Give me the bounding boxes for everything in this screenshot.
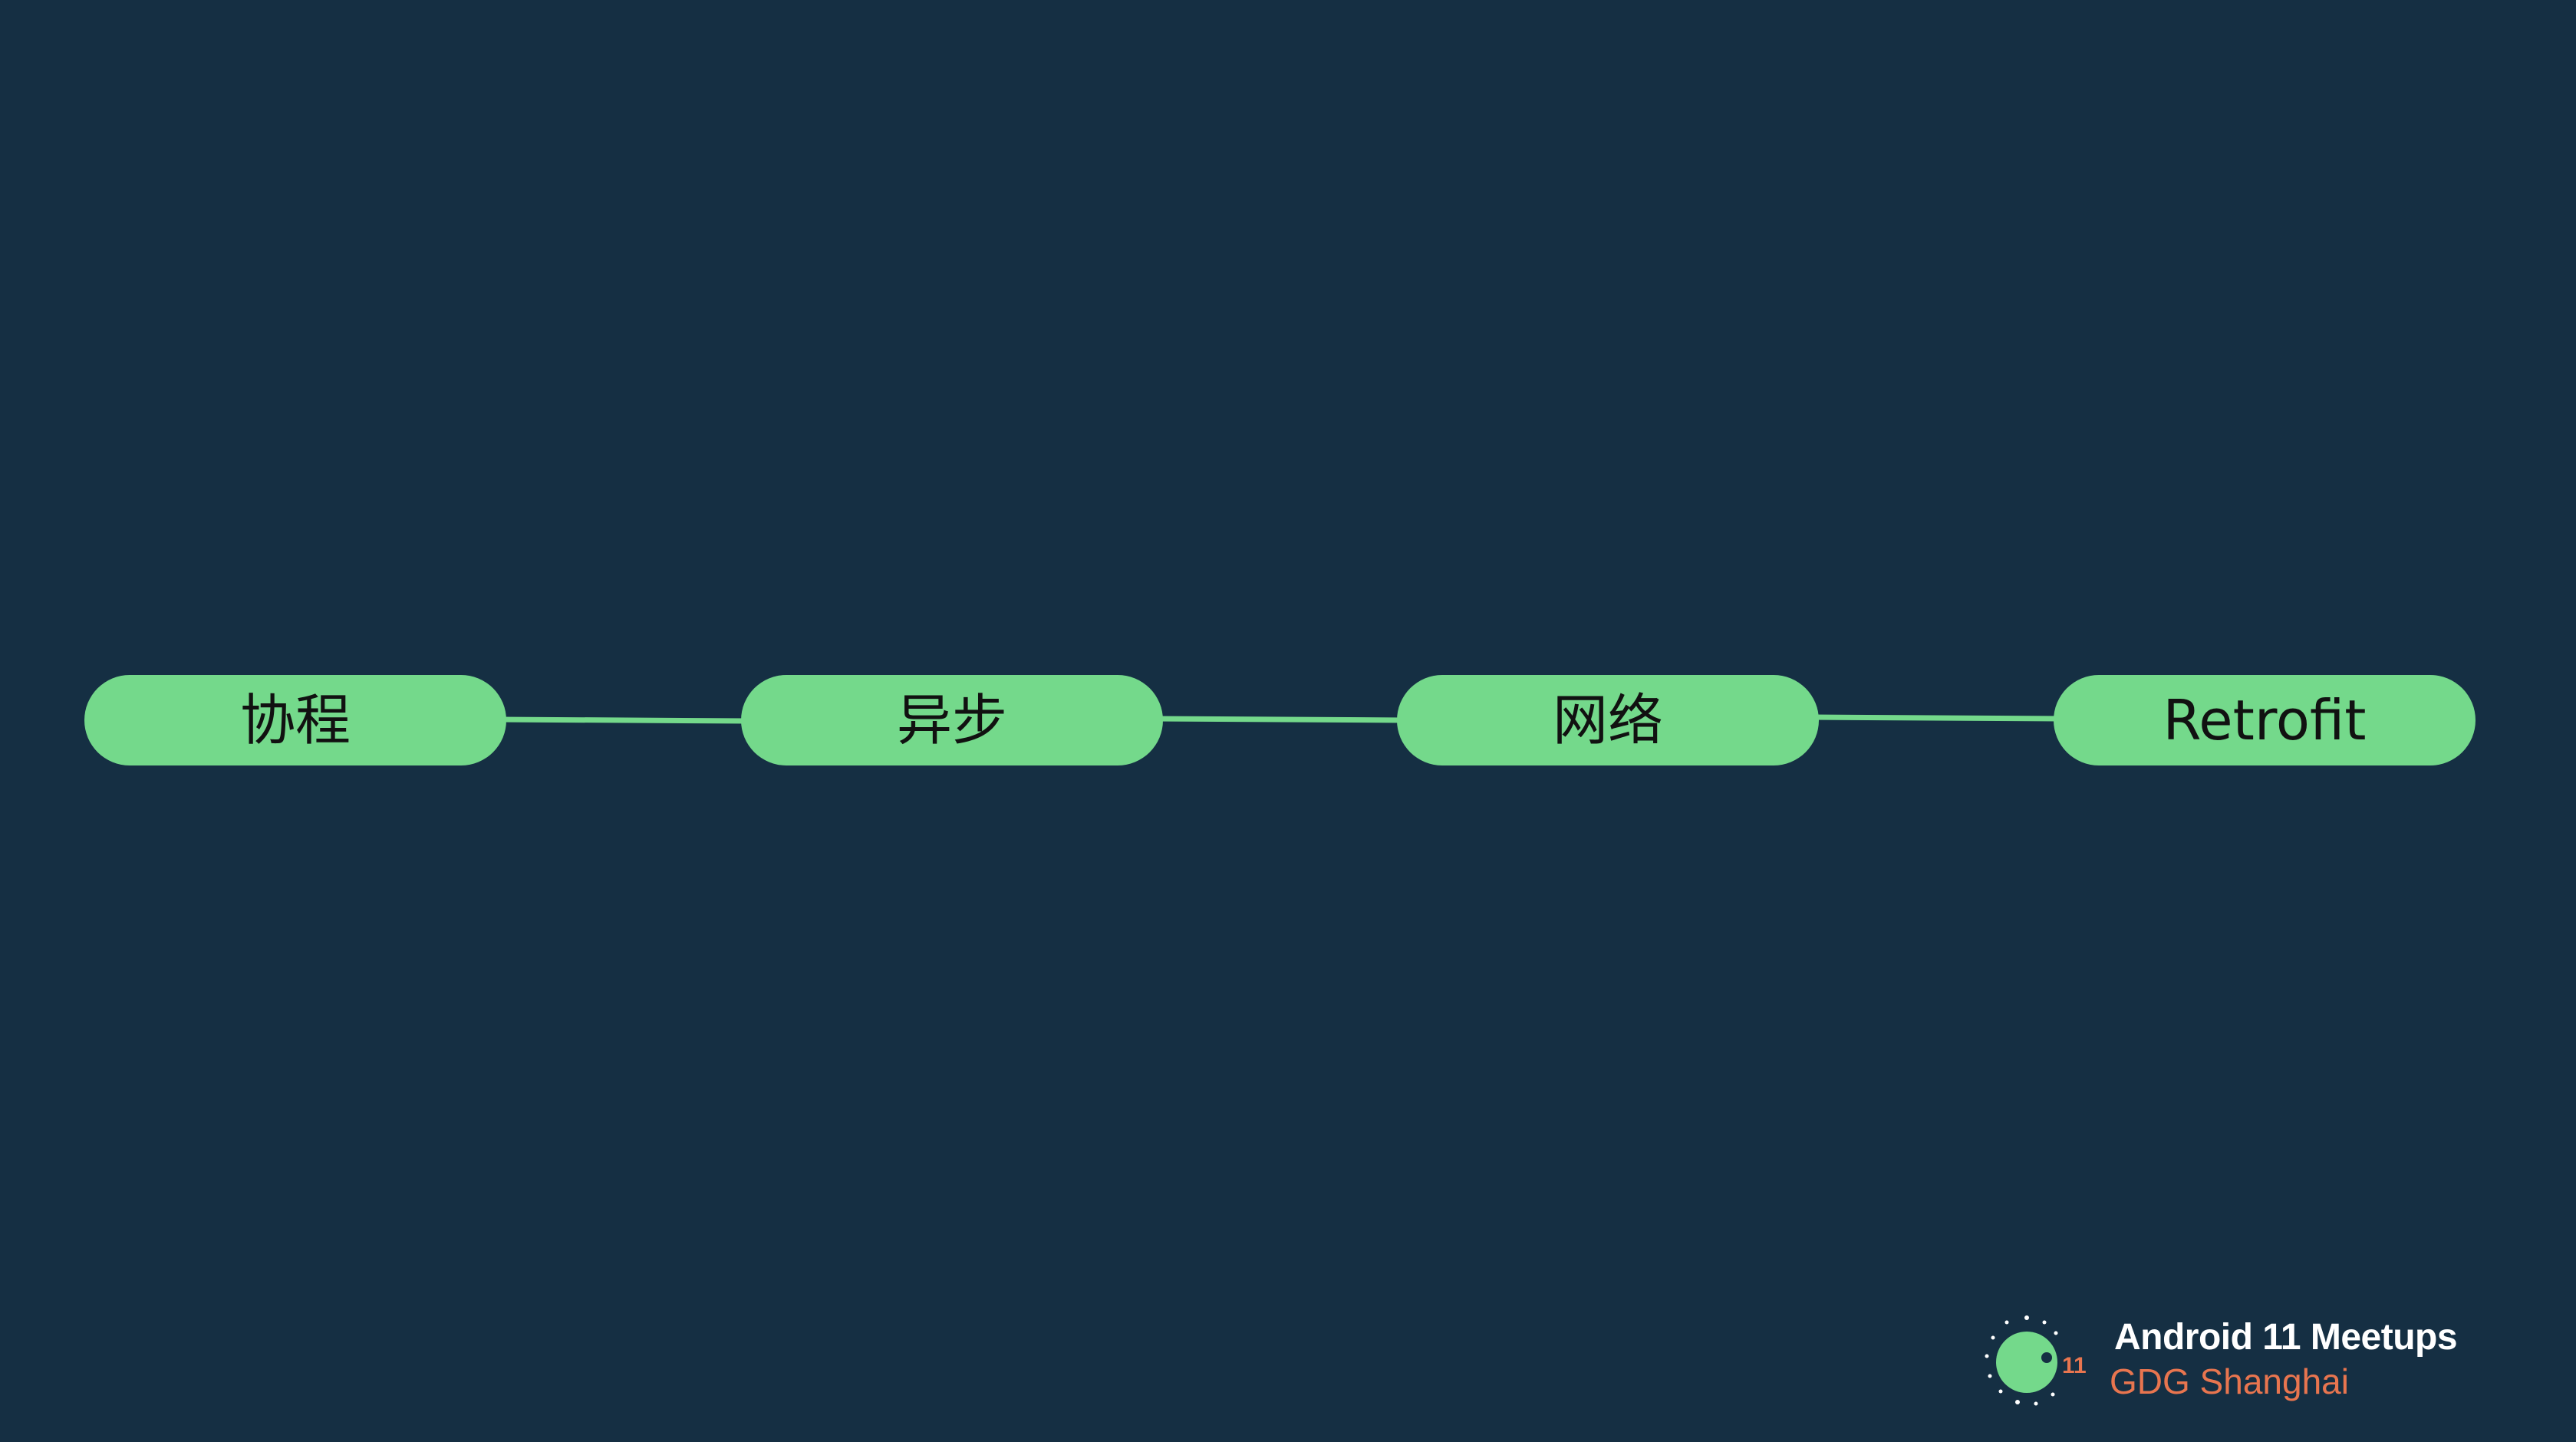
node-retrofit: Retrofit (2054, 675, 2476, 765)
node-label: Retrofit (2163, 688, 2367, 752)
node-coroutine: 协程 (84, 675, 506, 765)
node-label: 异步 (896, 688, 1007, 752)
node-network: 网络 (1397, 675, 1819, 765)
connector-async-network (1155, 716, 1405, 723)
brand-subtitle: GDG Shanghai (2110, 1361, 2349, 1401)
brand-title: Android 11 Meetups (2114, 1317, 2458, 1358)
android-11-logo-icon: 11 (1985, 1315, 2087, 1406)
logo-badge-text: 11 (2062, 1353, 2087, 1378)
connector-coroutine-async (498, 716, 749, 724)
node-async: 异步 (741, 675, 1163, 765)
node-label: 网络 (1552, 688, 1663, 752)
node-label: 协程 (239, 688, 351, 752)
branding: 11 Android 11 Meetups GDG Shanghai (1979, 1304, 2516, 1411)
connector-network-retrofit (1810, 714, 2062, 722)
